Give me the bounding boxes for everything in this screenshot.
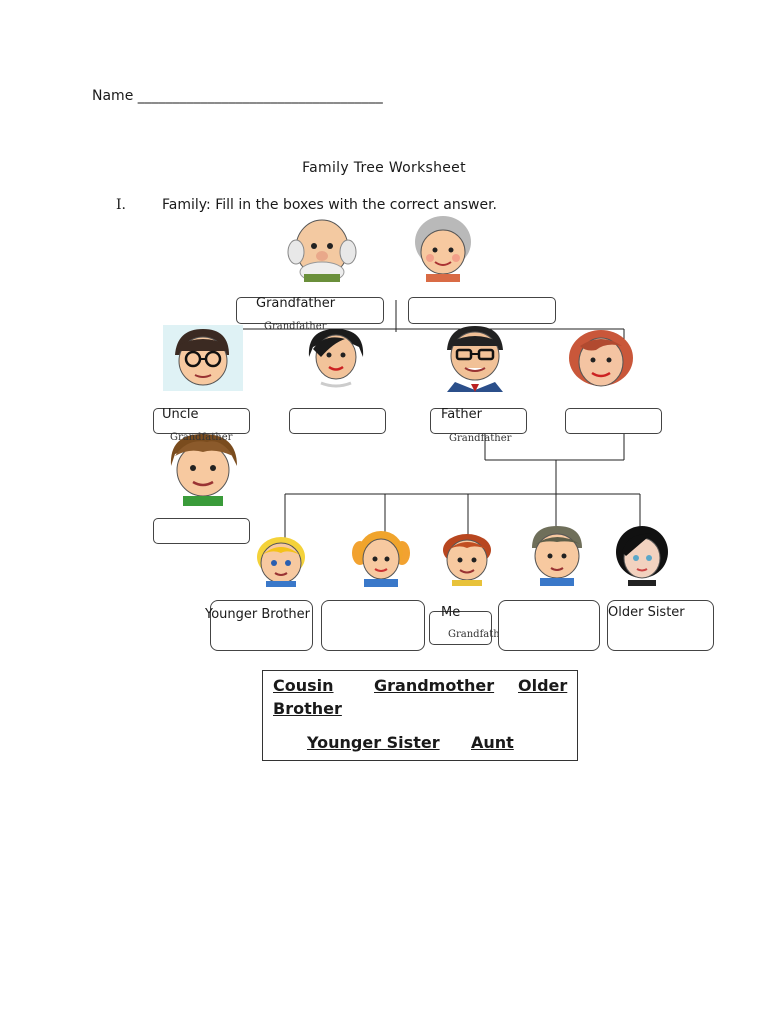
- grandmother-box[interactable]: [408, 297, 556, 324]
- ghost-label: Grandfather: [449, 433, 512, 444]
- older-brother-face-icon: [532, 526, 582, 586]
- older-sister-label: Older Sister: [608, 605, 685, 620]
- name-blank: ___________________________________: [137, 88, 383, 104]
- mother-face-icon: [569, 330, 633, 387]
- word-bank: Cousin Grandmother Older Brother Younger…: [262, 670, 578, 761]
- word-brother: Brother: [273, 699, 342, 718]
- mother-box[interactable]: [565, 408, 662, 434]
- younger-sister-face-icon: [352, 531, 410, 587]
- instruction-text: Family: Fill in the boxes with the corre…: [162, 197, 498, 213]
- father-face-icon: [447, 326, 503, 392]
- instruction-number: I.: [116, 197, 126, 213]
- name-field[interactable]: Name ___________________________________: [92, 88, 383, 104]
- younger-brother-box[interactable]: [210, 600, 313, 651]
- younger-brother-label: Younger Brother: [205, 607, 310, 622]
- younger-brother-face-icon: [257, 537, 305, 587]
- grandfather-label: Grandfather: [256, 296, 336, 311]
- aunt-box[interactable]: [289, 408, 386, 434]
- me-face-icon: [443, 534, 491, 586]
- worksheet-title: Family Tree Worksheet: [302, 160, 466, 176]
- word-aunt: Aunt: [471, 733, 514, 752]
- word-older: Older: [518, 676, 568, 695]
- me-label: Me: [441, 605, 461, 620]
- grandmother-face-icon: [415, 216, 471, 282]
- younger-sister-box[interactable]: [321, 600, 425, 651]
- name-label: Name: [92, 88, 134, 104]
- older-brother-box[interactable]: [498, 600, 600, 651]
- ghost-label: Grandfather: [170, 432, 233, 443]
- word-cousin: Cousin: [273, 676, 334, 695]
- grandfather-box[interactable]: Grandfather Grandfather: [236, 296, 384, 332]
- word-younger-sister: Younger Sister: [307, 733, 440, 752]
- ghost-label: Grandfather: [448, 629, 511, 640]
- aunt-face-icon: [308, 329, 364, 388]
- cousin-box[interactable]: [153, 518, 250, 544]
- father-label: Father: [441, 407, 482, 422]
- older-sister-box[interactable]: Older Sister: [607, 600, 714, 651]
- ghost-label: Grandfather: [264, 321, 327, 332]
- uncle-label: Uncle: [162, 407, 199, 422]
- grandfather-face-icon: [287, 219, 357, 282]
- uncle-box[interactable]: Uncle Grandfather: [153, 407, 250, 443]
- word-grandmother: Grandmother: [374, 676, 495, 695]
- cousin-face-icon: [170, 434, 237, 506]
- father-box[interactable]: Father Grandfather: [430, 407, 527, 444]
- uncle-face-icon: [163, 325, 243, 391]
- me-box[interactable]: Grandfather: [429, 611, 510, 645]
- older-sister-face-icon: [616, 526, 668, 586]
